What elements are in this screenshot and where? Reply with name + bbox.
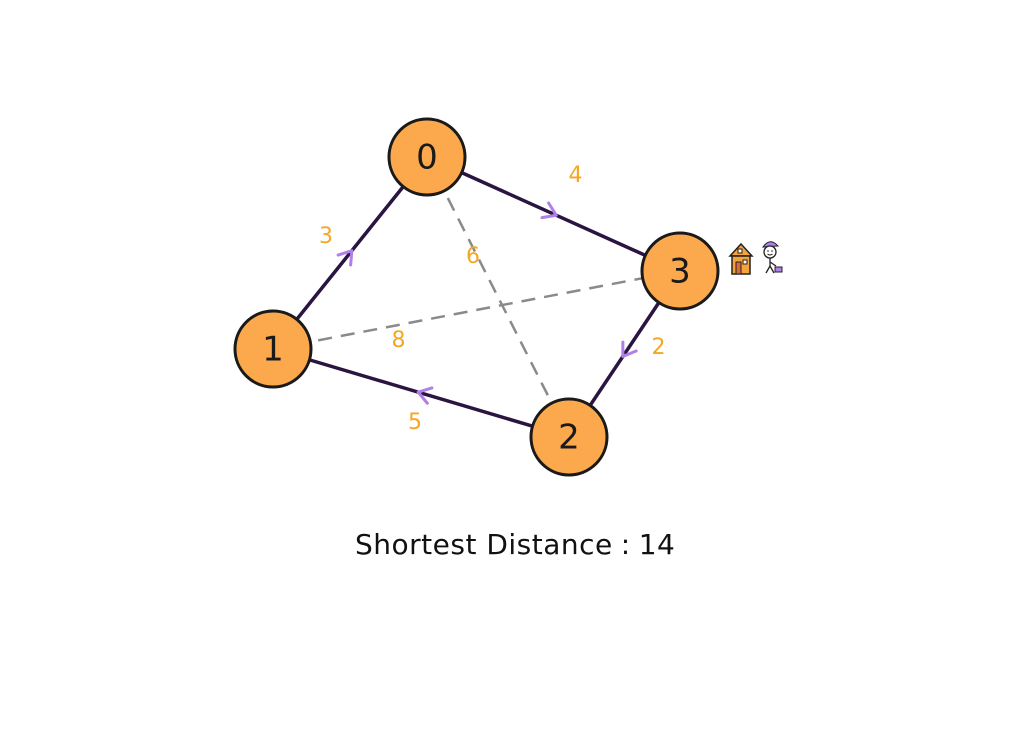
edge-weight-0-3: 4	[569, 163, 583, 188]
edge-0-2	[425, 156, 571, 438]
node-0[interactable]: 0	[387, 117, 467, 197]
edge-weight-1-3: 8	[392, 328, 406, 353]
caption-value: 14	[638, 528, 676, 561]
node-circle	[529, 397, 609, 477]
edge-arrow-3-2	[621, 340, 638, 358]
caption-separator: :	[620, 528, 631, 561]
person-icon	[761, 241, 783, 274]
node-1[interactable]: 1	[233, 309, 313, 389]
node-3[interactable]: 3	[640, 231, 720, 311]
node-circle	[387, 117, 467, 197]
arrows-layer	[336, 201, 638, 405]
shortest-distance-caption: Shortest Distance:14	[355, 528, 675, 561]
edge-weight-1-0: 3	[319, 224, 333, 249]
start-icons	[728, 241, 783, 275]
node-2[interactable]: 2	[529, 397, 609, 477]
node-circle	[233, 309, 313, 389]
edge-arrow-1-0	[336, 249, 354, 267]
edge-arrow-2-1	[416, 386, 434, 405]
caption-label: Shortest Distance	[355, 528, 613, 561]
edge-weight-3-2: 2	[652, 335, 666, 360]
nodes-layer: 0 1 2 3	[233, 117, 720, 477]
edge-1-3	[272, 269, 681, 351]
edge-weight-0-2: 6	[466, 244, 480, 269]
edge-1-0	[271, 155, 429, 351]
edges-layer	[271, 155, 682, 439]
edge-2-1	[272, 347, 570, 439]
edge-arrow-0-3	[540, 201, 558, 220]
edge-weight-2-1: 5	[408, 410, 422, 435]
weights-layer: 3 4 2 5 6 8	[319, 163, 666, 435]
node-label: 2	[558, 418, 580, 458]
house-icon	[728, 242, 754, 275]
edge-0-3	[426, 155, 681, 273]
node-circle	[640, 231, 720, 311]
node-label: 1	[262, 330, 284, 370]
node-label: 0	[416, 138, 438, 178]
node-label: 3	[669, 252, 691, 292]
